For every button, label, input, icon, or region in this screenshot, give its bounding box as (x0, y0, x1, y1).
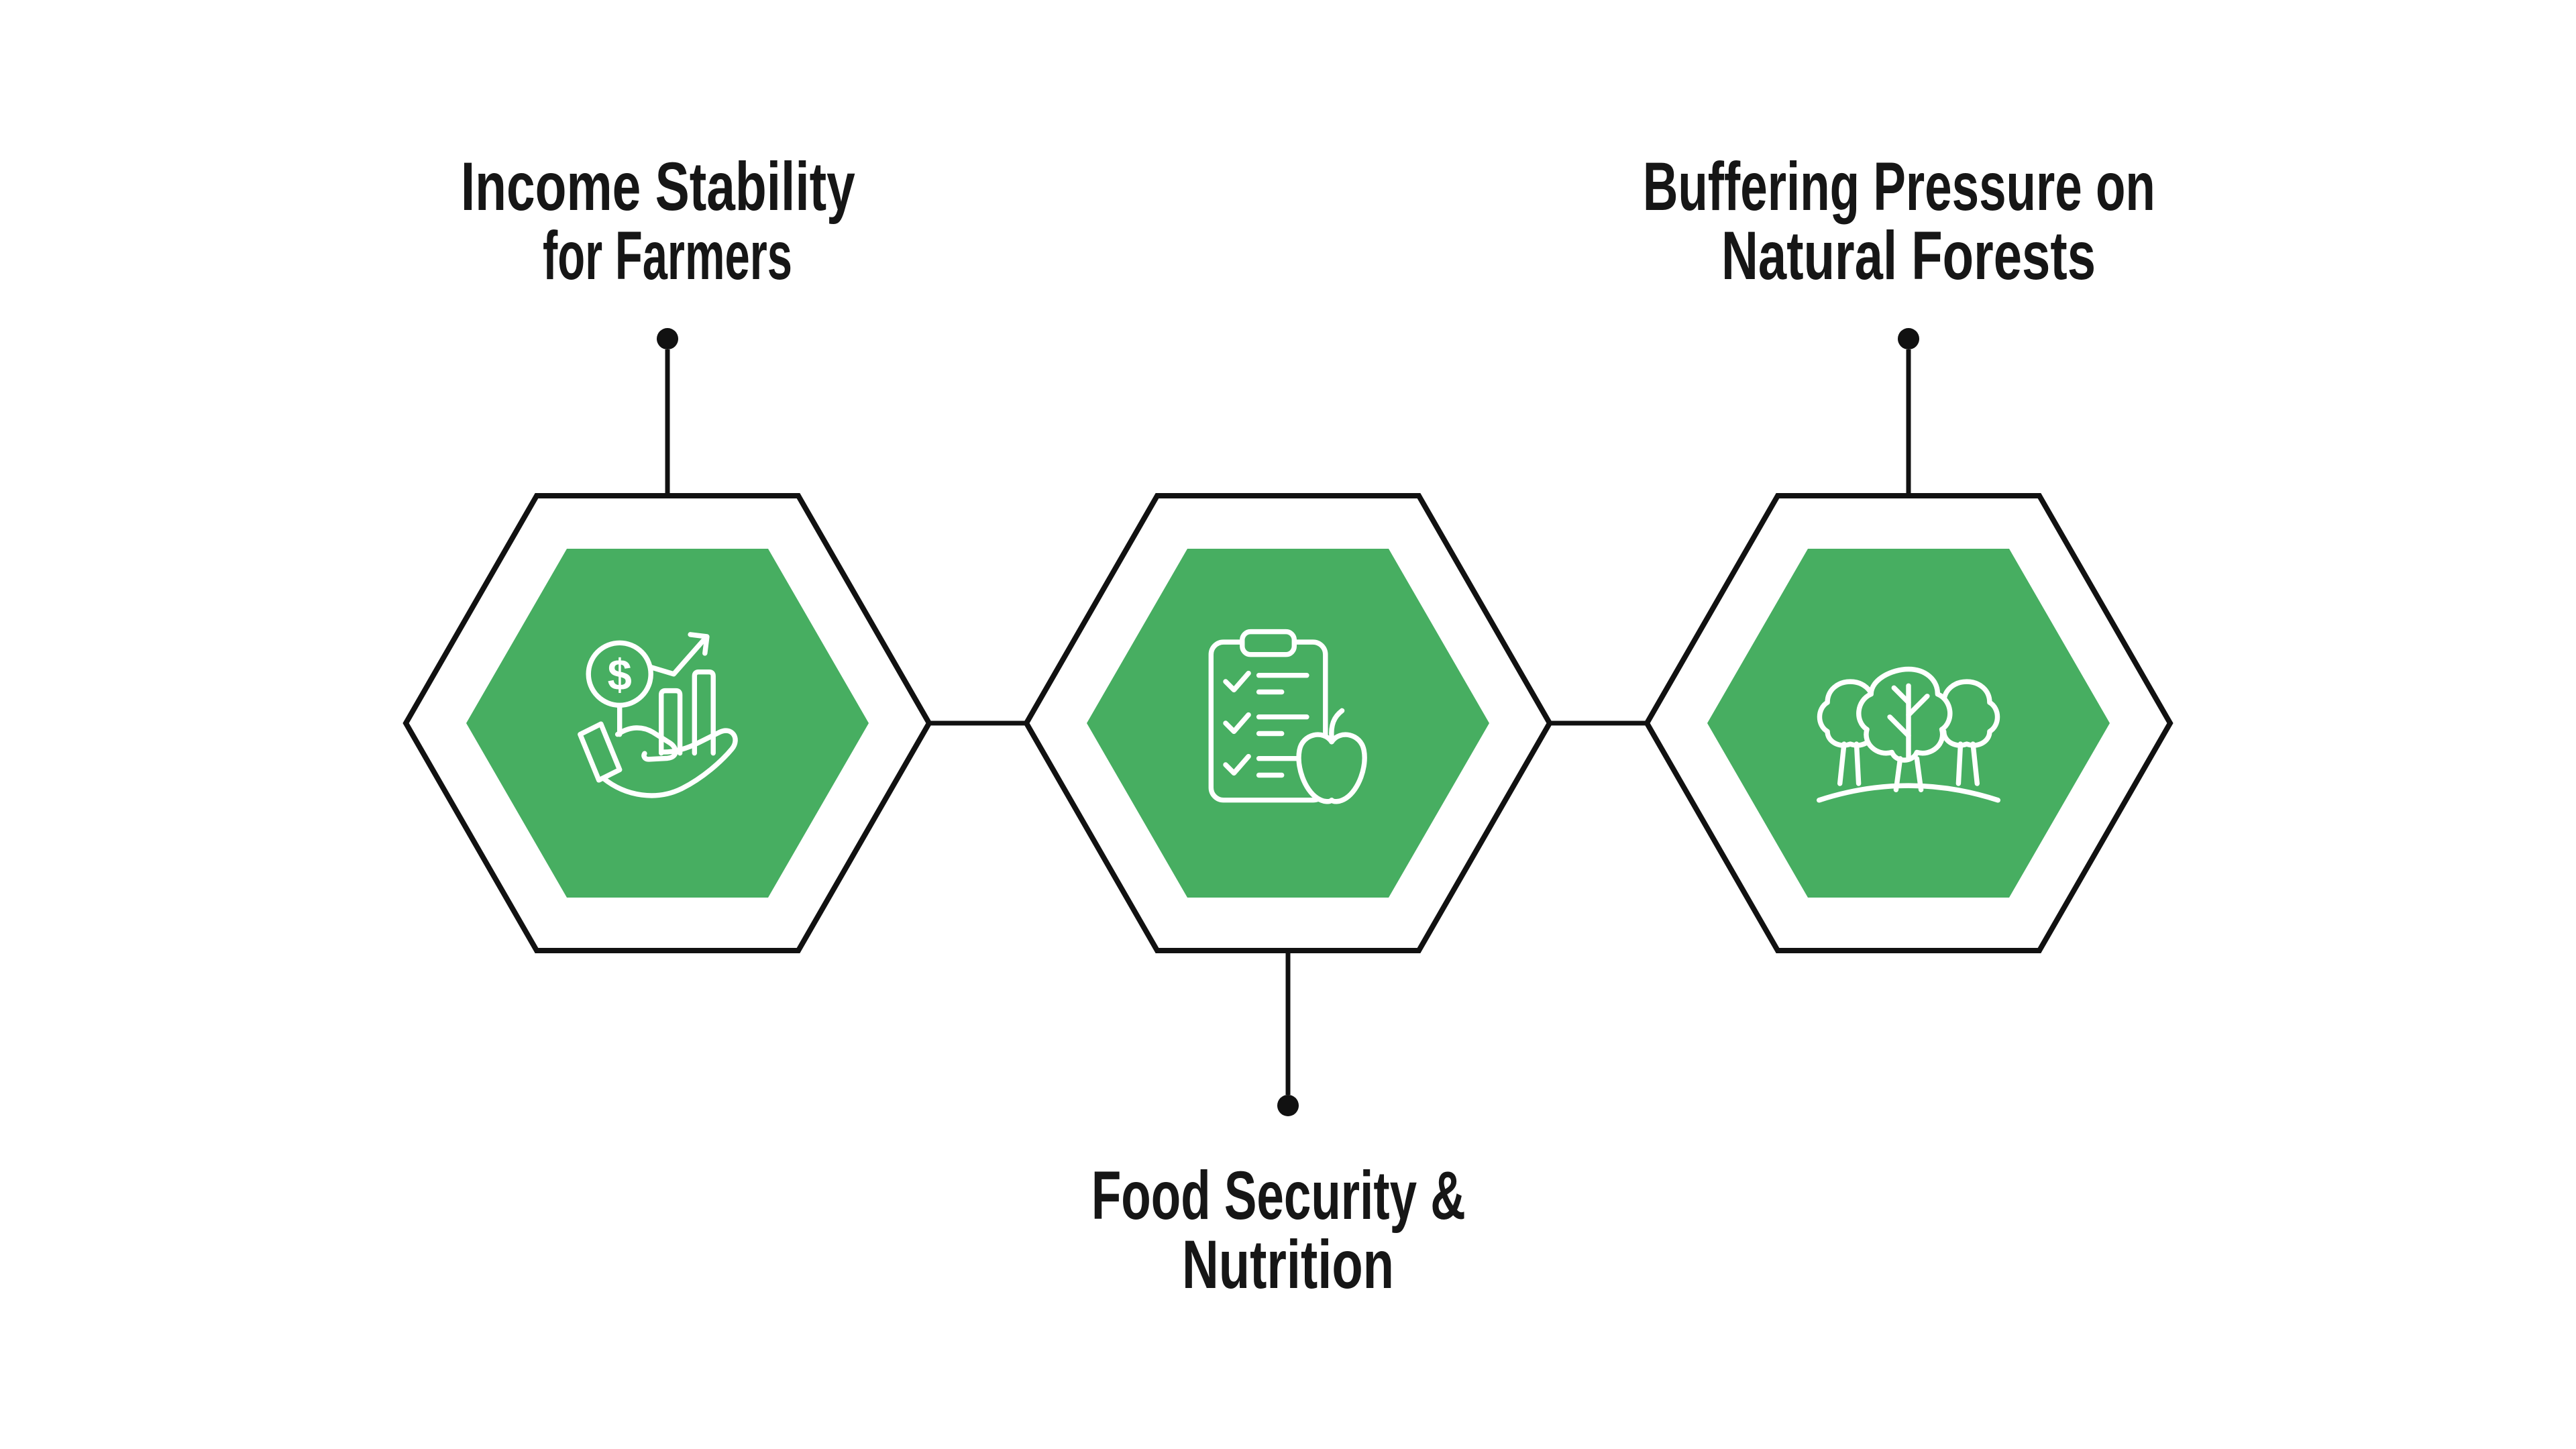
connectors (657, 328, 1919, 1116)
leader-dot-forest (1898, 328, 1919, 350)
label-income-line2: for Farmers (543, 217, 792, 294)
label-food-line2: Nutrition (1182, 1226, 1394, 1303)
label-forest-line2: Natural Forests (1721, 217, 2096, 294)
apple-body (1296, 732, 1367, 804)
clipboard-clip (1240, 629, 1297, 657)
label-food-line1: Food Security & (1091, 1157, 1466, 1234)
center-tree-canopy (1856, 666, 1953, 763)
apple-stem (1329, 708, 1345, 741)
checkmark-1 (1223, 670, 1251, 693)
center-tree-branch-left (1891, 685, 1911, 705)
hand-fingers-line (600, 728, 738, 798)
growth-arrowhead (688, 632, 710, 656)
hexagon-forest (1644, 493, 2174, 953)
label-food: Food Security & Nutrition (1091, 1157, 1485, 1303)
money-growth-icon: $ (578, 632, 738, 798)
hexagon-food-fill (1087, 549, 1489, 898)
label-forest-line1: Buffering Pressure on (1643, 148, 2155, 225)
dollar-symbol: $ (608, 650, 632, 699)
checkmark-3 (1223, 753, 1251, 776)
hand-cuff (578, 721, 623, 783)
forest-trees-icon (1816, 666, 2001, 803)
ground-arc (1816, 783, 2001, 803)
center-tree-branch-lower (1887, 714, 1911, 739)
left-tree-trunk-a (1837, 741, 1847, 786)
center-tree-branch-right (1906, 694, 1930, 718)
leader-dot-income (657, 328, 678, 350)
label-income: Income Stability for Farmers (461, 148, 874, 294)
bar-tall (692, 669, 716, 756)
hexagon-income: $ (402, 493, 932, 953)
right-tree-trunk-a (1955, 741, 1964, 786)
hexagon-food (1023, 493, 1553, 953)
label-forest: Buffering Pressure on Natural Forests (1643, 148, 2174, 294)
leader-dot-food (1277, 1095, 1299, 1116)
label-income-line1: Income Stability (461, 148, 855, 225)
left-tree-trunk-b (1854, 741, 1862, 786)
nutrition-checklist-icon (1208, 629, 1367, 804)
right-tree-trunk-b (1970, 741, 1980, 786)
checkmark-2 (1223, 712, 1251, 735)
